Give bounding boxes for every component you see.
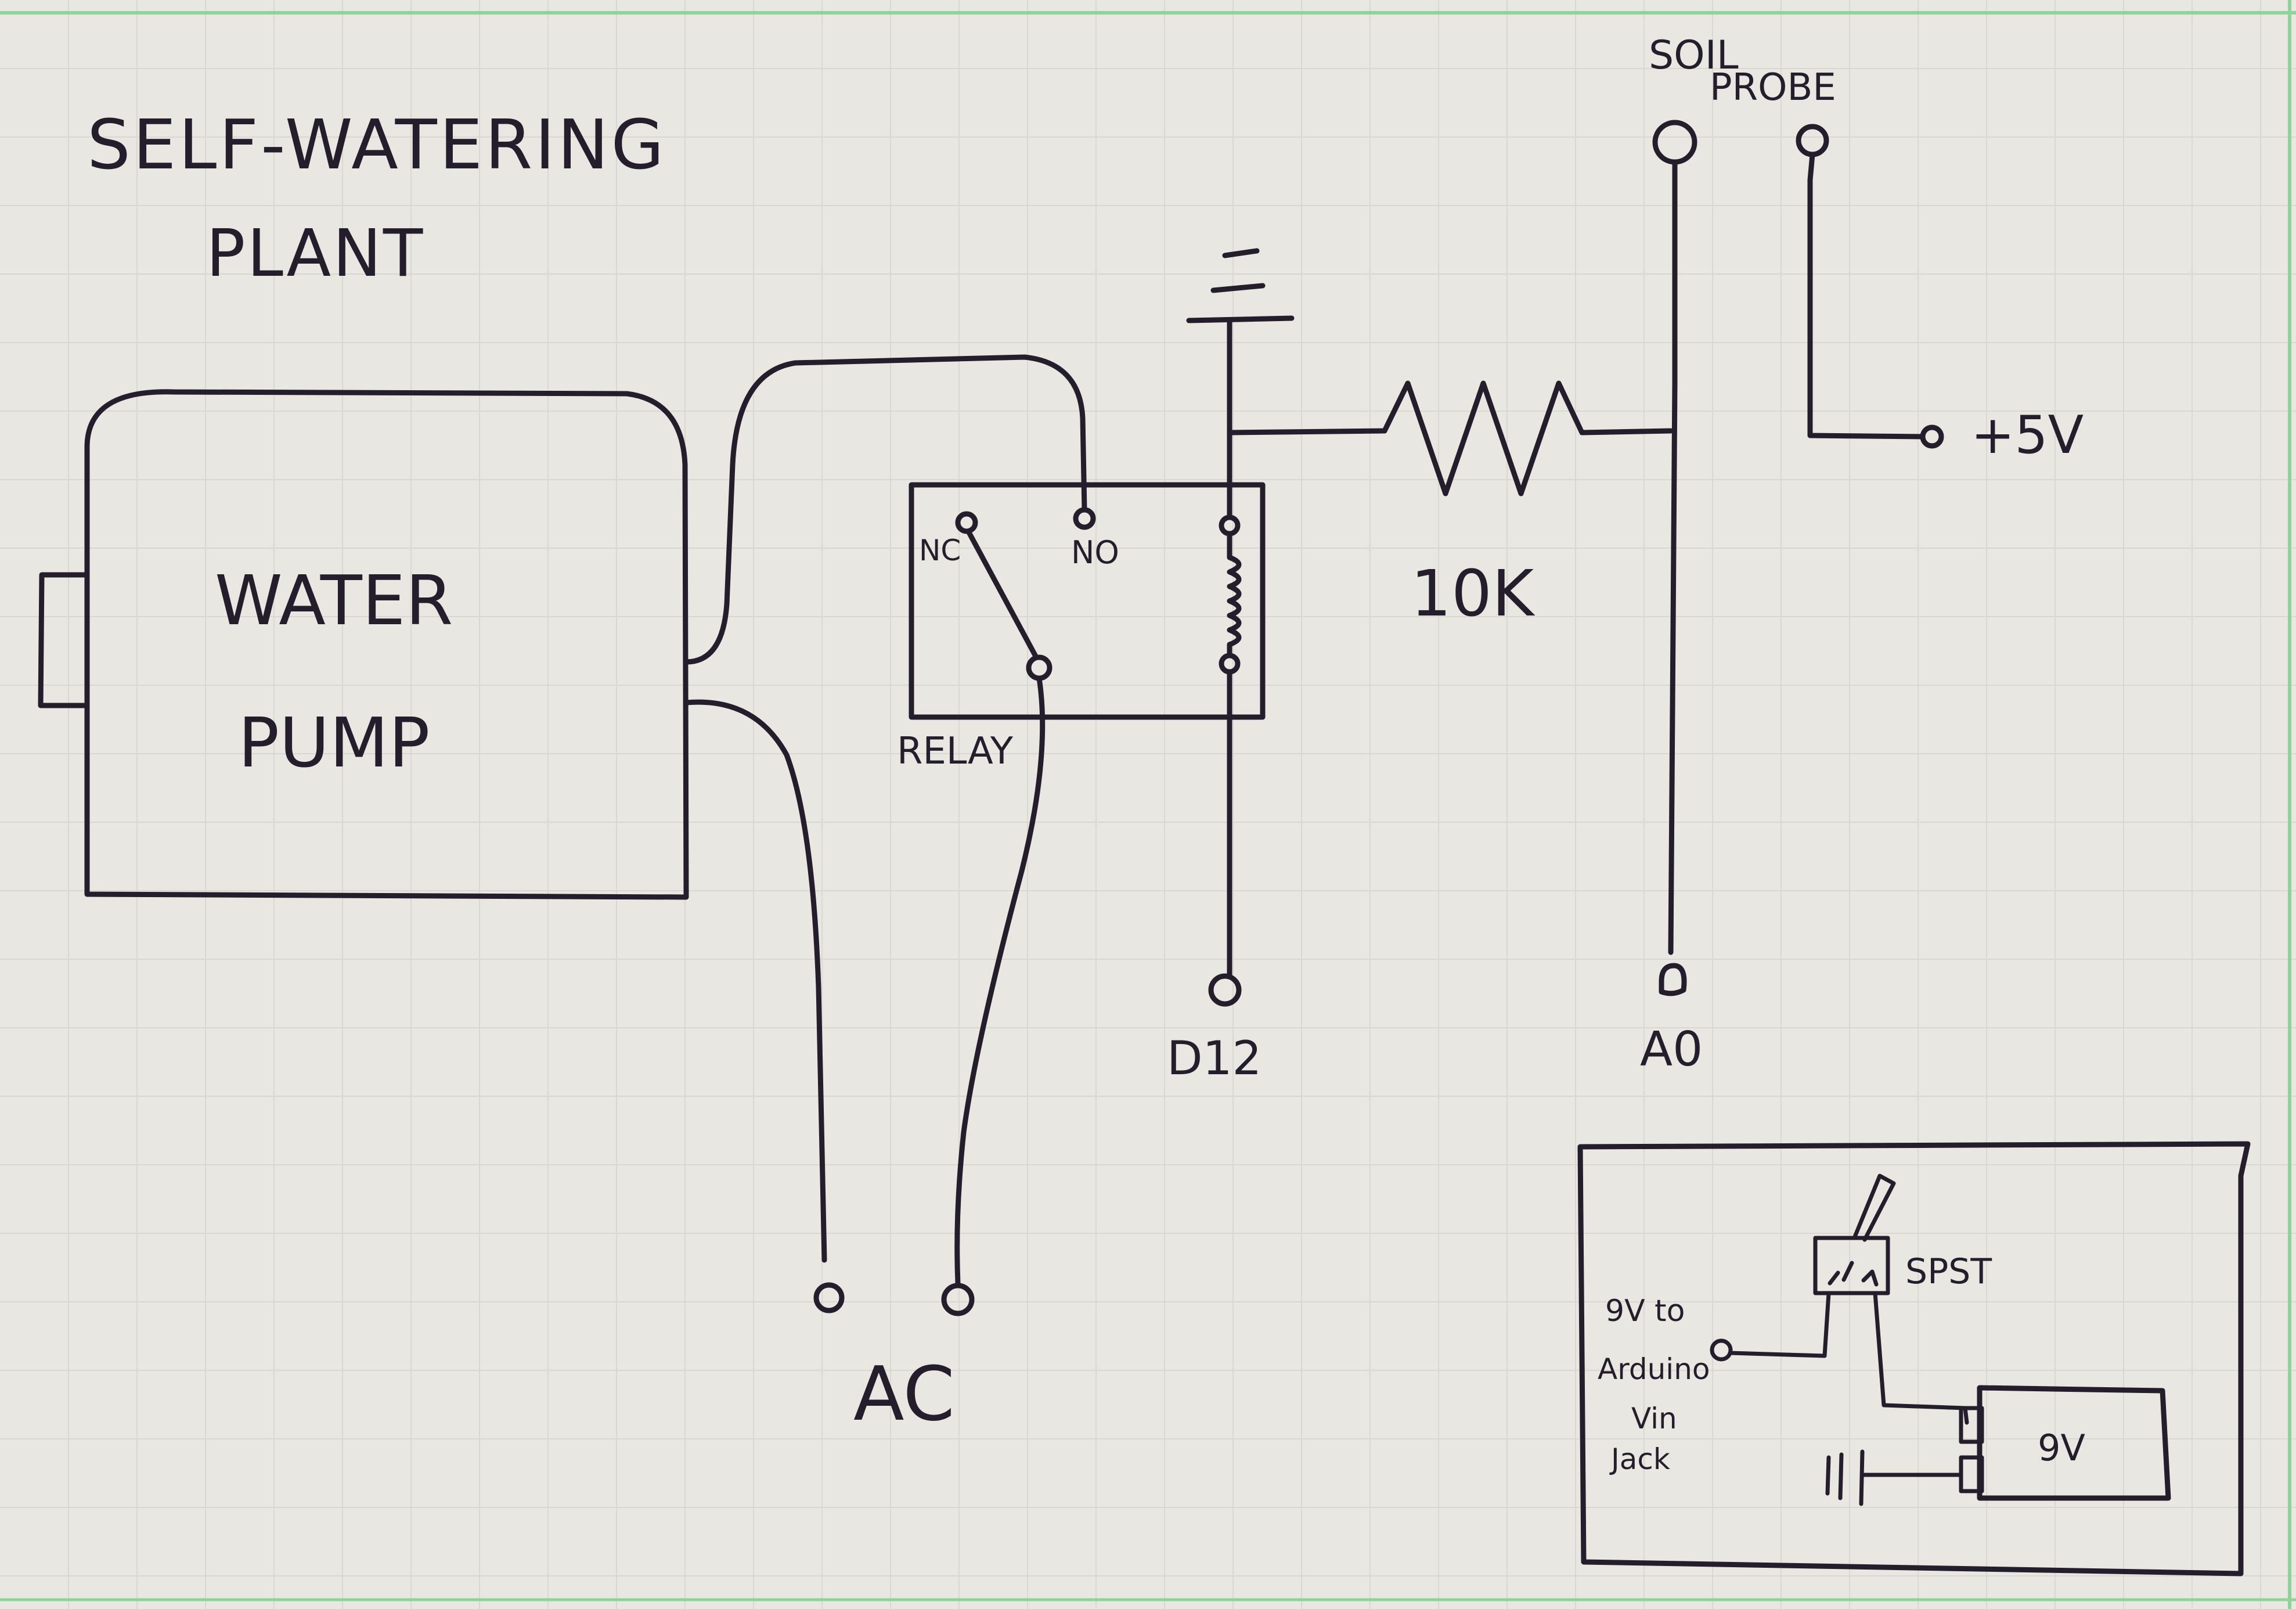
spst-switch-contacts bbox=[1828, 1261, 1879, 1287]
resistor-10k bbox=[1227, 380, 1674, 496]
spst-switch-toggle bbox=[1852, 1174, 1896, 1242]
relay-switch-arm bbox=[965, 528, 1039, 660]
soil-probe-label-line1: SOIL bbox=[1649, 33, 1739, 78]
spst-switch-body bbox=[1813, 1236, 1890, 1295]
relay: NC NO RELAY bbox=[897, 482, 1266, 773]
battery-terminal-positive bbox=[1959, 1406, 1984, 1444]
battery-9v-body bbox=[1977, 1385, 2171, 1501]
plus-5v-terminal bbox=[1920, 424, 1944, 449]
water-pump-label-line1: WATER bbox=[215, 560, 453, 640]
soil-probe-label-line2: PROBE bbox=[1710, 66, 1836, 109]
vin-note-line4: Jack bbox=[1609, 1442, 1670, 1476]
vin-note-line2: Arduino bbox=[1598, 1352, 1710, 1386]
water-pump-body bbox=[84, 389, 689, 900]
relay-nc-label: NC bbox=[919, 534, 961, 567]
wire-pump-to-relay-no bbox=[683, 354, 1087, 665]
relay-coil-winding bbox=[1227, 531, 1242, 658]
d12-terminal bbox=[1208, 973, 1242, 1007]
wire-relay-common-to-ac bbox=[954, 675, 1046, 1286]
water-pump-label-line2: PUMP bbox=[238, 703, 430, 783]
inset-ground-symbol bbox=[1825, 1449, 1865, 1506]
wire-switch-to-battery bbox=[1873, 1291, 1969, 1425]
vin-terminal bbox=[1710, 1338, 1733, 1362]
power-inset: SPST 9V 9V to Arduino Vin Jack bbox=[1577, 1141, 2251, 1576]
a0-terminal bbox=[1659, 963, 1687, 996]
d12-label: D12 bbox=[1167, 1031, 1261, 1085]
ac-terminal-left bbox=[813, 1282, 845, 1313]
resistor-label: 10K bbox=[1411, 556, 1536, 631]
spst-label: SPST bbox=[1905, 1251, 1992, 1292]
power-inset-border bbox=[1577, 1141, 2251, 1576]
plus-5v-label: +5V bbox=[1971, 405, 2084, 466]
vin-note-line1: 9V to bbox=[1605, 1294, 1685, 1329]
vin-note-line3: Vin bbox=[1631, 1402, 1677, 1435]
wire-probe-to-5v bbox=[1807, 152, 1924, 440]
water-pump: WATER PUMP bbox=[38, 389, 689, 900]
relay-no-label: NO bbox=[1071, 534, 1119, 571]
relay-label: RELAY bbox=[897, 730, 1014, 773]
battery-label: 9V bbox=[2038, 1427, 2085, 1469]
title-line2: PLANT bbox=[206, 216, 424, 291]
ac-terminal-right bbox=[941, 1283, 975, 1316]
ground-symbol bbox=[1186, 248, 1295, 323]
water-pump-outlet bbox=[38, 572, 90, 708]
wire-probe-to-a0 bbox=[1668, 159, 1678, 955]
title-line1: SELF-WATERING bbox=[87, 105, 666, 185]
relay-body bbox=[909, 482, 1266, 720]
a0-label: A0 bbox=[1640, 1022, 1703, 1077]
ac-label: AC bbox=[853, 1351, 955, 1438]
wire-pump-to-ac bbox=[683, 699, 827, 1263]
wire-switch-to-vin bbox=[1728, 1291, 1831, 1358]
